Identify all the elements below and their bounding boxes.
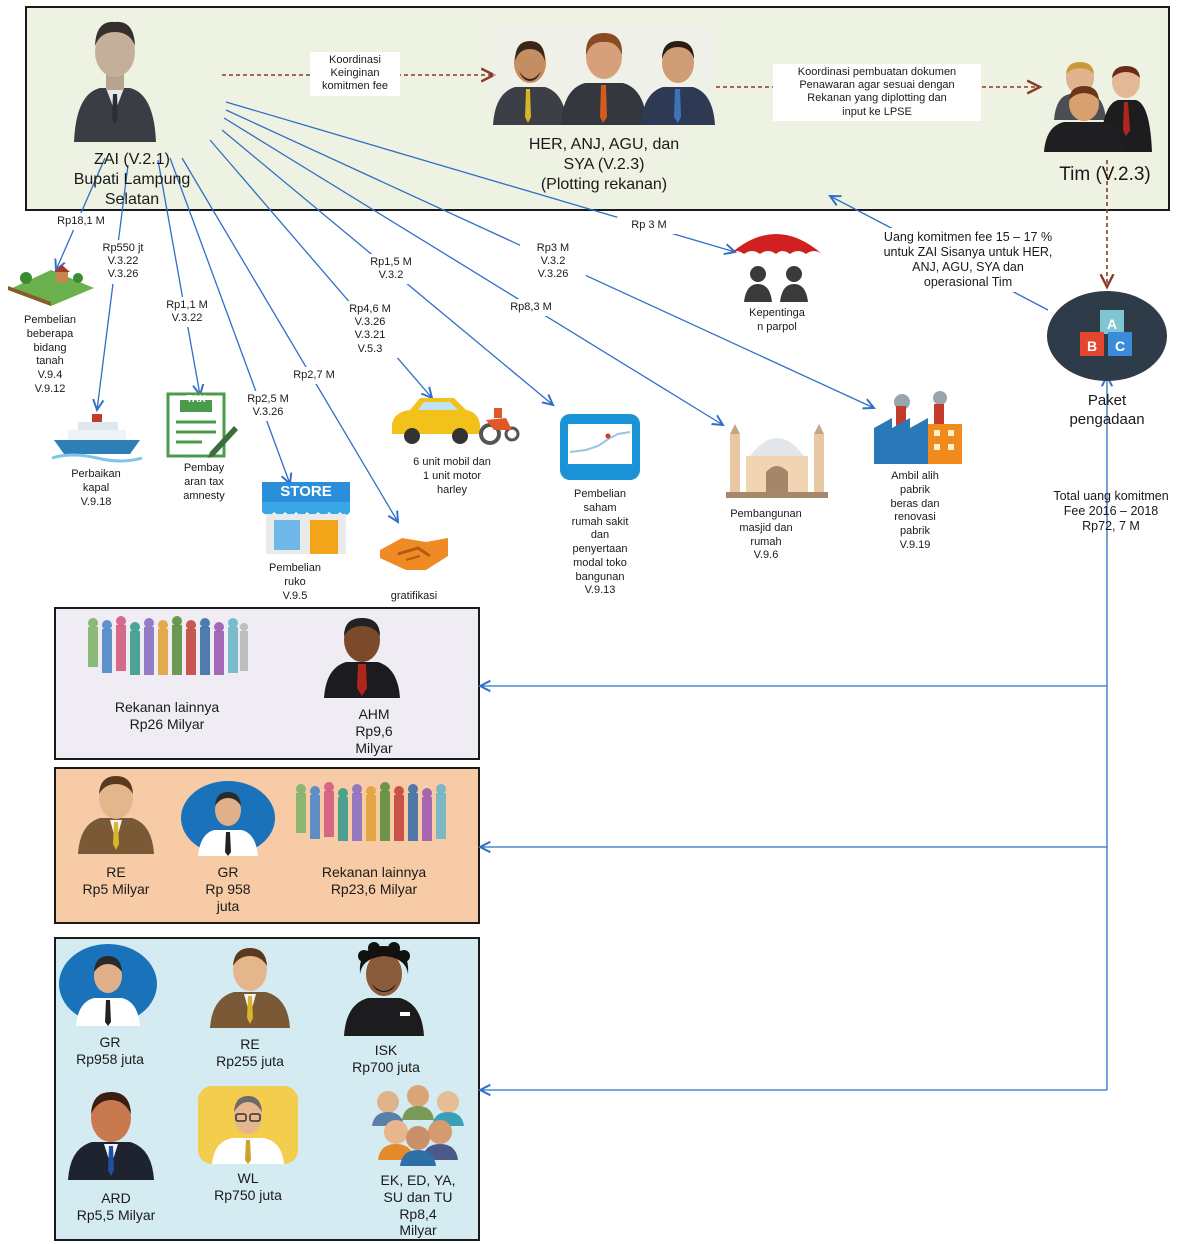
use-kapal-label: Perbaikan kapal V.9.18 [71,468,121,508]
group2-rekanan-label: Rekanan lainnya Rp23,6 Milyar [321,864,427,897]
rekanan-group-icon [493,25,715,125]
flow-label-mobil: Rp4,6 M V.3.26 V.3.21 V.5.3 [335,301,405,358]
abc-blocks-icon [1047,291,1167,381]
block-letter-b: B [1086,338,1098,354]
isk-person-icon [344,942,424,1036]
store-sign: STORE [280,483,332,500]
block-letter-a: A [1106,316,1118,332]
use-tanah-label: Pembelian beberapa bidang tanah V.9.4 V.… [24,314,76,395]
use-masjid-label: Pembangunan masjid dan rumah V.9.6 [730,508,802,562]
coord-komitmen-note: Koordinasi Keinginan komitmen fee [310,52,400,96]
ahm-person-icon [324,618,400,698]
flow-label-masjid: Rp8,3 M [496,299,566,317]
ship-icon [51,414,143,463]
land-plot-icon [8,265,94,306]
ard-person-icon [68,1092,154,1180]
handshake-icon [380,538,448,570]
arrow-masjid [223,117,723,425]
re-person-icon-2 [210,948,290,1028]
tax-sign: TAX [186,394,206,405]
crowd-icon-2 [296,782,446,841]
total-komitmen-label: Total uang komitmen Fee 2016 – 2018 Rp72… [1053,489,1169,533]
flow-label-tanah: Rp18,1 M [46,213,116,231]
ek-group-icon [372,1085,464,1166]
komitmen-fee-note: Uang komitmen fee 15 – 17 % untuk ZAI Si… [858,228,1078,292]
flow-label-pabrik: Rp3 M V.3.2 V.3.26 [520,240,586,284]
use-gratifikasi-label: gratifikasi [390,590,438,602]
tax-document-icon [166,392,238,458]
group2-gr-label: GR Rp 958 juta [205,864,251,914]
wl-person-icon [198,1086,298,1164]
use-ruko-label: Pembelian ruko V.9.5 [269,562,321,602]
re-person-icon [78,776,154,854]
flow-label-kapal: Rp550 jt V.3.22 V.3.26 [90,240,156,284]
group3-isk-label: ISK Rp700 juta [352,1042,420,1075]
flow-label-parpol: Rp 3 M [617,217,681,235]
block-letter-c: C [1114,338,1126,354]
use-saham-label: Pembelian saham rumah sakit dan penyerta… [571,488,629,597]
store-icon [262,482,350,554]
flow-label-gratifikasi: Rp2,7 M [279,367,349,385]
mosque-icon [726,424,828,498]
rekanan-label: HER, ANJ, AGU, dan SYA (V.2.3) (Plotting… [528,136,680,193]
tim-label: Tim (V.2.3) [1059,164,1151,185]
coord-dokumen-note: Koordinasi pembuatan dokumen Penawaran a… [773,64,981,121]
stock-chart-icon [560,414,640,480]
zai-label: ZAI (V.2.1) Bupati Lampung Selatan [73,151,191,208]
group3-ek-label: EK, ED, YA, SU dan TU Rp8,4 Milyar [380,1172,456,1239]
arrow-kapal [97,164,129,410]
tim-group-icon [1044,62,1152,152]
group3-wl-label: WL Rp750 juta [214,1170,282,1203]
group3-gr-label: GR Rp958 juta [76,1034,144,1067]
arrow-ruko [169,157,290,484]
flow-label-tax: Rp1,1 M V.3.22 [155,297,219,328]
use-mobil-label: 6 unit mobil dan 1 unit motor harley [413,456,491,496]
group3-re-label: RE Rp255 juta [216,1036,284,1069]
group1-ahm-label: AHM Rp9,6 Milyar [355,706,393,756]
flow-label-saham: Rp1,5 M V.3.2 [356,254,426,285]
umbrella-icon [730,234,822,302]
group3-ard-label: ARD Rp5,5 Milyar [76,1190,156,1223]
arrow-gratifikasi [181,157,398,522]
group2-re-label: RE Rp5 Milyar [82,864,150,897]
paket-label: Paket pengadaan [1069,392,1145,428]
crowd-icon [88,616,248,675]
flow-label-ruko: Rp2,5 M V.3.26 [233,391,303,422]
gr-person-icon [181,781,275,856]
use-parpol-label: Kepentinga n parpol [749,307,805,333]
arrow-tax [157,159,200,395]
zai-person-icon [74,21,156,142]
use-tax-label: Pembay aran tax amnesty [183,462,225,502]
car-motorcycle-icon [392,398,520,445]
group1-rekanan-label: Rekanan lainnya Rp26 Milyar [114,699,220,732]
use-pabrik-label: Ambil alih pabrik beras dan renovasi pab… [890,470,940,551]
factory-icon [874,391,962,464]
gr-person-icon-2 [59,944,157,1026]
